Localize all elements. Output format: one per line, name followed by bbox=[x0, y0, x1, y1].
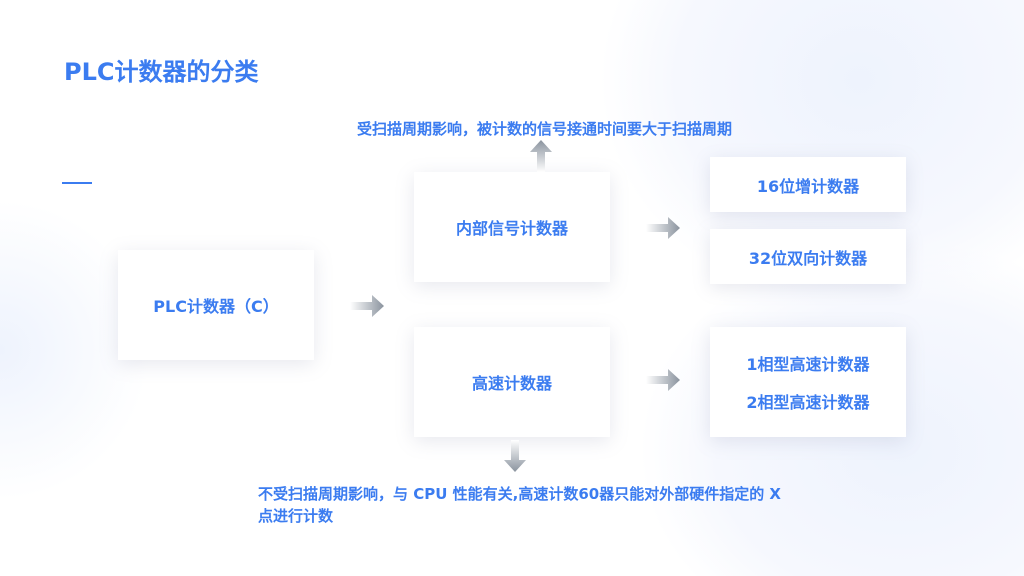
type-label: 16位增计数器 bbox=[756, 176, 860, 196]
internal-box: 内部信号计数器 bbox=[414, 172, 610, 282]
type-box: 32位双向计数器 bbox=[710, 229, 906, 284]
highspeed-note-line2: 点进行计数 bbox=[258, 507, 334, 525]
root-box: PLC计数器（C） bbox=[118, 250, 314, 360]
highspeed-label: 高速计数器 bbox=[471, 374, 552, 393]
highspeed-note-line1: 不受扫描周期影响，与 CPU 性能有关,高速计数60器只能对外部硬件指定的 X bbox=[258, 485, 781, 503]
type-label: 1相型高速计数器 bbox=[746, 355, 870, 374]
arrow-down-icon bbox=[504, 440, 526, 472]
type-label: 2相型高速计数器 bbox=[746, 393, 870, 412]
arrow-right-icon bbox=[350, 295, 384, 317]
arrow-up-icon bbox=[530, 140, 552, 172]
divider bbox=[62, 182, 92, 184]
internal-note: 受扫描周期影响，被计数的信号接通时间要大于扫描周期 bbox=[357, 120, 733, 138]
highspeed-box: 高速计数器 bbox=[414, 327, 610, 437]
type-box: 16位增计数器 bbox=[710, 157, 906, 212]
type-label: 32位双向计数器 bbox=[748, 248, 868, 268]
type-box: 1相型高速计数器 2相型高速计数器 bbox=[710, 327, 906, 437]
arrow-right-icon bbox=[646, 369, 680, 391]
page-title: PLC计数器的分类 bbox=[64, 58, 259, 86]
internal-label: 内部信号计数器 bbox=[455, 219, 568, 238]
arrow-right-icon bbox=[646, 217, 680, 239]
root-label: PLC计数器（C） bbox=[153, 297, 279, 316]
